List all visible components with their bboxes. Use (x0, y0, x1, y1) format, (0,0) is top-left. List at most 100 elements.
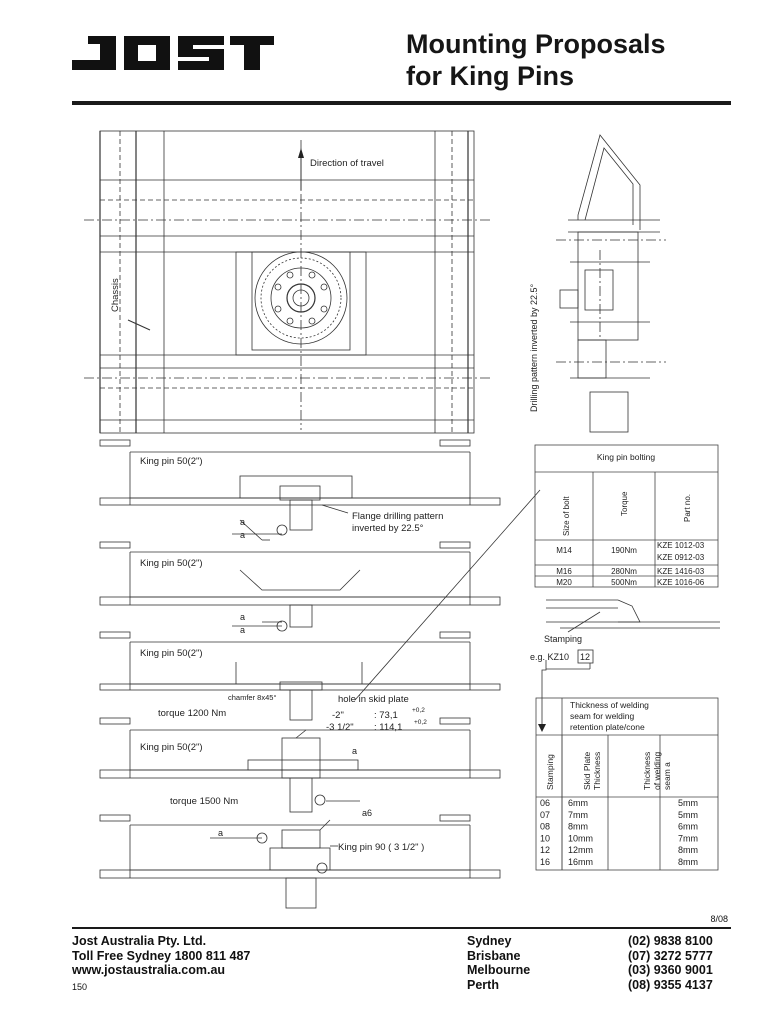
welding-cell: 7mm (568, 810, 588, 820)
welding-header-seam-2: of welding (652, 751, 662, 790)
welding-cell: 12 (540, 845, 550, 855)
welding-header-skid-2: Thickness (592, 752, 602, 790)
section1-weld-bottom: a (240, 530, 245, 540)
phone-number: (07) 3272 5777 (628, 948, 713, 963)
phone-number: (02) 9838 8100 (628, 934, 713, 948)
website-link[interactable]: www.jostaustralia.com.au (72, 963, 226, 977)
hole-row2-size: -3 1/2" (326, 722, 354, 733)
welding-cell: 6mm (568, 798, 588, 808)
welding-title-2: seam for welding (570, 711, 635, 721)
footer-rule (72, 927, 731, 929)
title-line-2: for King Pins (406, 61, 574, 91)
bolting-cell: KZE 1016-06 (657, 578, 705, 587)
revision-date: 8/08 (710, 914, 728, 924)
bolting-cell: 500Nm (611, 578, 637, 587)
hole-row2-value: : 114,1 (374, 722, 402, 733)
city: Perth (467, 977, 499, 992)
page-title: Mounting Proposals for King Pins (406, 28, 666, 92)
weld-a6-label: a6 (362, 808, 372, 818)
bolting-header-torque: Torque (620, 491, 629, 516)
section5-weld-label: a (218, 828, 223, 838)
city: Sydney (467, 934, 512, 948)
section2-weld-bottom: a (240, 625, 245, 635)
section4-weld-label: a (352, 746, 357, 756)
bolting-header-part: Part no. (683, 494, 692, 522)
welding-cell: 8mm (678, 845, 698, 855)
bolting-cell: 280Nm (611, 567, 637, 576)
welding-header-seam-1: Thickness (642, 752, 652, 790)
welding-cell: 06 (540, 798, 550, 808)
header-rule (72, 101, 731, 105)
section2-kingpin-label: King pin 50(2") (140, 558, 203, 569)
bolting-cell: KZE 0912-03 (657, 553, 705, 562)
welding-cell: 08 (540, 822, 550, 832)
phone-number: (08) 9355 4137 (628, 977, 713, 992)
welding-cell: 8mm (568, 822, 588, 832)
bolting-cell: KZE 1416-03 (657, 567, 705, 576)
welding-header-stamping: Stamping (545, 754, 555, 790)
welding-title-1: Thickness of welding (570, 700, 649, 710)
section1-callout-1: Flange drilling pattern (352, 511, 443, 522)
hole-row2-tol: +0,2 (414, 719, 427, 726)
welding-cell: 5mm (678, 810, 698, 820)
side-elevation (556, 134, 666, 433)
stamping-detail (541, 599, 720, 726)
stamping-example-prefix: e.g. KZ10 (530, 652, 569, 662)
welding-title-3: retention plate/cone (570, 722, 645, 732)
hole-row1-tol: +0,2 (412, 707, 425, 714)
bolting-header-size: Size of bolt (562, 496, 571, 536)
welding-table (535, 697, 719, 871)
welding-cell: 6mm (678, 822, 698, 832)
hole-row1-size: -2" (332, 710, 344, 721)
drilling-pattern-label: Drilling pattern inverted by 22.5° (529, 283, 539, 412)
welding-cell: 10 (540, 833, 550, 843)
hole-in-skid-plate-label: hole in skid plate (338, 694, 409, 705)
chassis-label: Chassis (110, 278, 121, 312)
chamfer-label: chamfer 8x45° (228, 693, 276, 702)
title-line-1: Mounting Proposals (406, 29, 666, 59)
welding-cell: 5mm (678, 798, 698, 808)
section5-kingpin-label: King pin 90 ( 3 1/2" ) (338, 842, 424, 853)
welding-cell: 16mm (568, 857, 593, 867)
stamping-example-box: 12 (580, 652, 590, 662)
bolting-rows: M14 190Nm KZE 1012-03 KZE 0912-03 M16 28… (556, 541, 704, 587)
welding-header-seam-3: seam a (662, 762, 672, 790)
jost-logo (72, 36, 274, 70)
toll-free: Toll Free Sydney 1800 811 487 (72, 948, 251, 963)
bolting-cell: M14 (556, 546, 572, 555)
welding-cell: 8mm (678, 857, 698, 867)
direction-of-travel-label: Direction of travel (310, 158, 384, 169)
section4-kingpin-label: King pin 50(2") (140, 742, 203, 753)
section1-kingpin-label: King pin 50(2") (140, 456, 203, 467)
stamping-label: Stamping (544, 634, 582, 644)
welding-cell: 16 (540, 857, 550, 867)
direction-arrowhead (298, 148, 304, 158)
city: Brisbane (467, 948, 521, 963)
torque-1500-label: torque 1500 Nm (170, 796, 238, 807)
bolting-table (534, 444, 719, 588)
section1-weld-top: a (240, 517, 245, 527)
hole-row1-value: : 73,1 (374, 710, 398, 721)
bolting-table-title: King pin bolting (597, 452, 655, 462)
phone-number: (03) 9360 9001 (628, 963, 713, 977)
section1-callout-2: inverted by 22.5° (352, 523, 424, 534)
footer-company: Jost Australia Pty. Ltd. Toll Free Sydne… (72, 934, 250, 994)
torque-1200-label: torque 1200 Nm (158, 708, 226, 719)
city: Melbourne (467, 963, 531, 977)
company-name: Jost Australia Pty. Ltd. (72, 934, 207, 948)
cross-sections (99, 439, 541, 909)
welding-header-skid-1: Skid Plate (582, 751, 592, 790)
bolting-cell: KZE 1012-03 (657, 541, 705, 550)
footer-cities: Sydney Brisbane Melbourne Perth (467, 934, 530, 992)
welding-cell: 07 (540, 810, 550, 820)
bolting-cell: M16 (556, 567, 572, 576)
bolting-cell: 190Nm (611, 546, 637, 555)
welding-cell: 7mm (678, 833, 698, 843)
welding-cell: 12mm (568, 845, 593, 855)
bolting-cell: M20 (556, 578, 572, 587)
section3-kingpin-label: King pin 50(2") (140, 648, 203, 659)
footer-phones: (02) 9838 8100 (07) 3272 5777 (03) 9360 … (628, 934, 713, 992)
page-number: 150 (72, 981, 88, 992)
